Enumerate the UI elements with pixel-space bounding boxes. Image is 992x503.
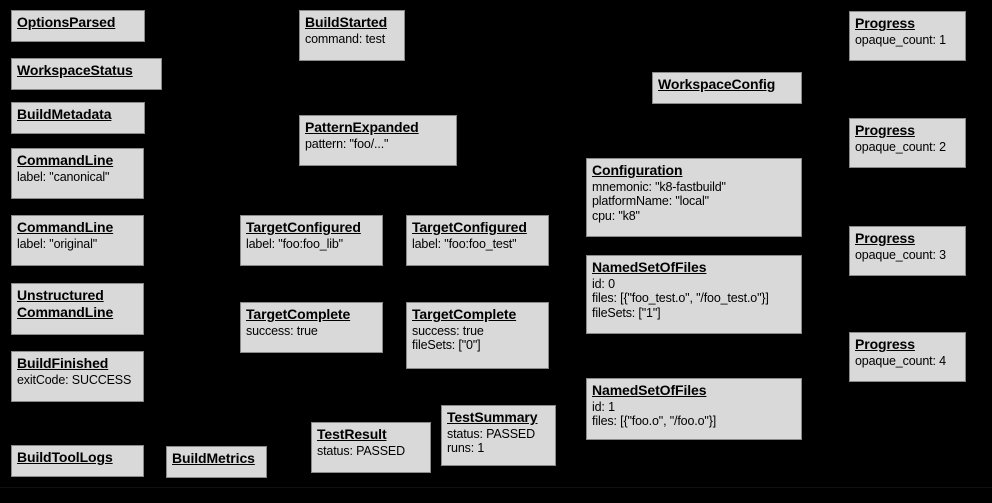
node-title: Progress bbox=[855, 336, 915, 352]
node-title: Progress bbox=[855, 122, 915, 138]
node-field: opaque_count: 4 bbox=[855, 353, 946, 368]
event-node-workspace-status[interactable]: WorkspaceStatus bbox=[11, 58, 162, 90]
node-title: OptionsParsed bbox=[17, 14, 116, 30]
node-field: label: "foo:foo_test" bbox=[412, 236, 517, 251]
node-title: TestResult bbox=[317, 426, 387, 442]
node-field: label: "original" bbox=[17, 236, 97, 251]
node-field: fileSets: ["1"] bbox=[592, 306, 661, 321]
node-field: files: [{"foo.o", "/foo.o"}] bbox=[592, 414, 717, 429]
event-node-options-parsed[interactable]: OptionsParsed bbox=[11, 10, 145, 42]
node-field: status: PASSED bbox=[317, 443, 405, 458]
node-field: platformName: "local" bbox=[592, 194, 709, 209]
node-title: BuildMetrics bbox=[172, 450, 255, 466]
node-title: WorkspaceConfig bbox=[658, 76, 776, 92]
node-field: label: "canonical" bbox=[17, 169, 110, 184]
node-field: command: test bbox=[305, 31, 386, 46]
node-field: opaque_count: 2 bbox=[855, 139, 946, 154]
node-title: PatternExpanded bbox=[305, 119, 419, 135]
node-field: id: 1 bbox=[592, 399, 615, 414]
bottom-divider bbox=[0, 487, 992, 488]
event-node-unstructured-command-line[interactable]: Unstructured CommandLine bbox=[11, 283, 144, 335]
node-field: exitCode: SUCCESS bbox=[17, 372, 132, 387]
node-field: success: true bbox=[246, 323, 318, 338]
node-field: files: [{"foo_test.o", "/foo_test.o"}] bbox=[592, 291, 769, 306]
node-title: BuildFinished bbox=[17, 355, 109, 371]
event-node-build-metadata[interactable]: BuildMetadata bbox=[11, 102, 145, 134]
node-title: Unstructured CommandLine bbox=[17, 287, 114, 320]
node-title: BuildToolLogs bbox=[17, 449, 113, 465]
node-title: Configuration bbox=[592, 162, 683, 178]
node-title: TargetConfigured bbox=[246, 219, 361, 235]
node-field: runs: 1 bbox=[447, 441, 485, 456]
node-field: id: 0 bbox=[592, 276, 615, 291]
node-title: TargetConfigured bbox=[412, 219, 527, 235]
event-node-workspace-config[interactable]: WorkspaceConfig bbox=[652, 72, 802, 104]
node-title: CommandLine bbox=[17, 219, 114, 235]
node-title: WorkspaceStatus bbox=[17, 62, 133, 78]
node-field: opaque_count: 3 bbox=[855, 247, 946, 262]
node-field: fileSets: ["0"] bbox=[412, 338, 481, 353]
node-title: TestSummary bbox=[447, 409, 538, 425]
node-title: TargetComplete bbox=[246, 306, 351, 322]
node-field: opaque_count: 1 bbox=[855, 32, 946, 47]
node-title: BuildMetadata bbox=[17, 106, 112, 122]
node-title: CommandLine bbox=[17, 152, 114, 168]
event-node-build-metrics[interactable]: BuildMetrics bbox=[166, 446, 267, 478]
node-field: label: "foo:foo_lib" bbox=[246, 236, 343, 251]
node-title: TargetComplete bbox=[412, 306, 517, 322]
event-node-build-tool-logs[interactable]: BuildToolLogs bbox=[11, 445, 144, 477]
node-title: Progress bbox=[855, 230, 915, 246]
node-title: BuildStarted bbox=[305, 14, 388, 30]
node-title: Progress bbox=[855, 15, 915, 31]
node-field: pattern: "foo/..." bbox=[305, 136, 389, 151]
node-field: success: true bbox=[412, 323, 484, 338]
node-field: status: PASSED bbox=[447, 426, 535, 441]
node-field: cpu: "k8" bbox=[592, 209, 640, 224]
node-field: mnemonic: "k8-fastbuild" bbox=[592, 179, 726, 194]
node-title: NamedSetOfFiles bbox=[592, 259, 707, 275]
node-title: NamedSetOfFiles bbox=[592, 382, 707, 398]
